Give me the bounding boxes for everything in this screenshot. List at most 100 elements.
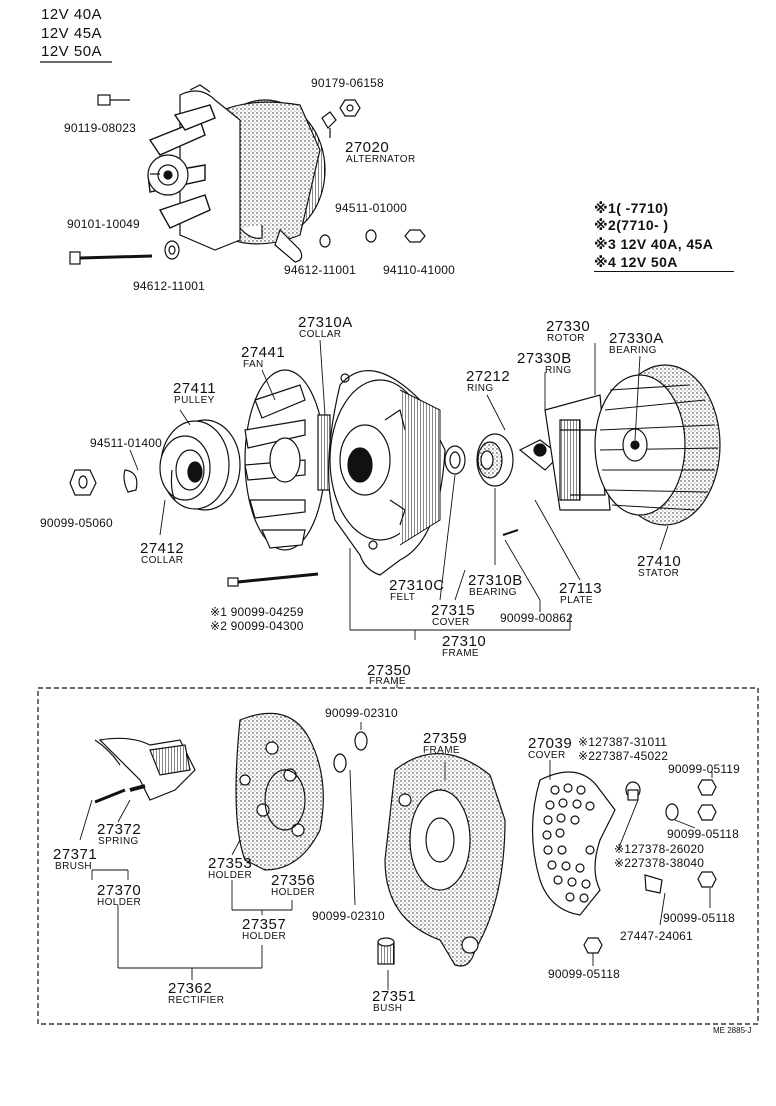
washer-94612-drawing [164,240,180,260]
rectifier-frame-group-box [37,687,759,1025]
label-27212: 27212 [466,368,511,385]
label-90099-05060: 90099-05060 [40,516,113,530]
label-90099-00862: 90099-00862 [500,611,573,625]
label-27330A: 27330A [609,330,664,347]
label-27020-name: ALTERNATOR [346,154,416,165]
label-27350: 27350 [367,662,412,679]
label-27310C-name: FELT [390,592,416,603]
label-90101-10049: 90101-10049 [67,217,140,231]
label-94110-41000: 94110-41000 [383,263,456,277]
label-27372-name: SPRING [98,836,139,847]
label-27447-24061: 27447-24061 [620,929,693,943]
label-27371-name: BRUSH [55,861,93,872]
label-27330A-name: BEARING [609,345,657,356]
front-frame-drawing [327,370,446,576]
label-27359: 27359 [423,730,468,747]
label-27212-name: RING [467,383,494,394]
nut-90099-05060-drawing [69,469,97,496]
label-27357: 27357 [242,916,287,933]
felt-drawing [444,445,466,475]
label-90099-02310-b: 90099-02310 [312,909,385,923]
label-27330: 27330 [546,318,591,335]
label-127378: ※127378-26020 [614,842,705,856]
label-90099-05118-c: 90099-05118 [548,967,621,981]
label-27020: 27020 [345,139,390,156]
washer-90099-02310-drawing [333,731,368,773]
label-27351-name: BUSH [373,1003,403,1014]
label-27412-name: COLLAR [141,555,184,566]
label-90099-05119: 90099-05119 [668,762,741,776]
label-94511-01400: 94511-01400 [90,436,163,450]
label-27410: 27410 [637,553,682,570]
label-90119-08023: 90119-08023 [64,121,137,135]
label-27310: 27310 [442,633,487,650]
header-line-2: 12V 45A [41,25,103,42]
throughbolt-drawing [227,572,319,587]
legend-note-2: ※2(7710- ) [594,217,669,233]
label-27353-name: HOLDER [208,870,253,881]
washer-94511-01400-drawing [123,469,138,493]
screw-90099-00862-drawing [502,529,519,536]
legend-note-1: ※1( -7710) [594,200,669,216]
header-line-1: 12V 40A [41,6,103,23]
fan-drawing [244,369,326,551]
label-27411: 27411 [173,380,217,397]
label-27441-name: FAN [243,359,264,370]
label-27370-name: HOLDER [97,897,142,908]
bolt-90119-drawing [97,94,130,106]
label-27351: 27351 [372,988,417,1005]
legend-underline [594,271,734,272]
rectifier-cover-drawing [531,771,616,916]
label-27410-name: STATOR [638,568,680,579]
label-27370: 27370 [97,882,142,899]
label-27310B-name: BEARING [469,587,517,598]
label-bolt-1: ※1 90099-04259 [210,605,304,619]
label-27362-name: RECTIFIER [168,995,225,1006]
label-27441: 27441 [241,344,286,361]
label-27359-name: FRAME [423,745,460,756]
label-27356: 27356 [271,872,316,889]
label-27113-name: PLATE [560,595,593,606]
label-27310-name: FRAME [442,648,479,659]
bolt-90101-drawing [69,251,153,265]
stator-drawing [594,364,721,526]
label-27330B-name: RING [545,365,572,376]
label-90099-05118-b: 90099-05118 [663,911,736,925]
legend-note-4: ※4 12V 50A [594,254,678,270]
label-27315: 27315 [431,602,476,619]
label-27353: 27353 [208,855,253,872]
label-27330B: 27330B [517,350,572,367]
alternator-assembly-drawing [147,84,337,263]
legend-note-3: ※3 12V 40A, 45A [594,236,714,252]
label-27310C: 27310C [389,577,445,594]
label-27350-name: FRAME [369,676,406,687]
label-27356-name: HOLDER [271,887,316,898]
pulley-drawing [159,419,241,511]
terminal-parts-drawing [583,779,717,954]
label-227378: ※227378-38040 [614,856,705,870]
label-27039: 27039 [528,735,573,752]
label-27411-name: PULLEY [174,395,215,406]
header-line-3: 12V 50A [41,43,103,60]
label-bolt-2: ※2 90099-04300 [210,619,304,633]
rectifier-holder-drawing [235,712,324,871]
label-27412: 27412 [140,540,185,557]
brush-holder-drawing [94,737,196,804]
label-27310A-name: COLLAR [299,329,342,340]
rear-frame-drawing [384,753,506,967]
label-27039-name: COVER [528,750,566,761]
drawing-code: ME 2885-J [713,1026,752,1035]
label-27372: 27372 [97,821,142,838]
label-27357-name: HOLDER [242,931,287,942]
rotor-drawing [518,394,611,511]
nut-90179-drawing [339,99,361,117]
label-27113: 27113 [559,580,603,597]
label-90099-05118-a: 90099-05118 [667,827,740,841]
small-parts-top-right [319,229,426,248]
label-90099-02310-a: 90099-02310 [325,706,398,720]
label-27310B: 27310B [468,572,523,589]
label-94612-11001-b: 94612-11001 [284,263,357,277]
label-94612-11001-a: 94612-11001 [133,279,206,293]
